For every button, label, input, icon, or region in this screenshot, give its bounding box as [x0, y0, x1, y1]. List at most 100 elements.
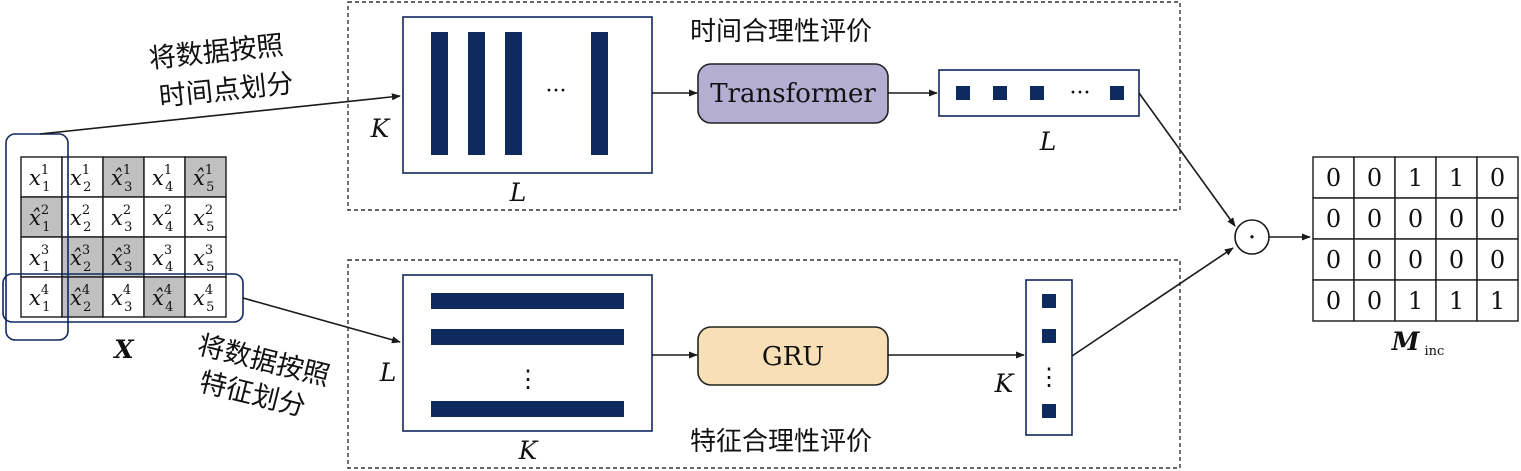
feature-to-operator-arrow — [1071, 247, 1234, 357]
time-split-label-line1: 将数据按照 — [147, 30, 285, 75]
cell-superscript: 1 — [205, 163, 213, 178]
cell-base: x̂ — [29, 206, 41, 230]
cell-superscript: 3 — [82, 243, 90, 258]
gru-label: GRU — [762, 342, 824, 372]
time-input-width-label: L — [509, 178, 527, 207]
time-input-height-label: K — [370, 114, 391, 143]
result-cell — [1312, 238, 1355, 281]
result-label-sub: inc — [1424, 344, 1444, 359]
cell-subscript: 5 — [206, 180, 214, 195]
cell-base: x̂ — [111, 246, 123, 270]
feature-input-width-label: K — [518, 436, 539, 465]
result-cell — [1353, 279, 1396, 322]
cell-superscript: 3 — [41, 243, 49, 258]
cell-superscript: 1 — [82, 163, 90, 178]
matrix-x-cell — [20, 156, 63, 198]
result-cell-value: 1 — [1449, 287, 1464, 315]
matrix-x-cell — [61, 276, 104, 318]
feature-split-arrow — [242, 297, 401, 344]
cell-subscript: 5 — [206, 300, 214, 315]
operator-symbol: · — [1248, 223, 1256, 253]
cell-superscript: 4 — [123, 283, 131, 298]
cell-subscript: 2 — [83, 300, 91, 315]
cell-superscript: 3 — [205, 243, 213, 258]
result-cell-value: 1 — [1490, 287, 1505, 315]
cell-subscript: 1 — [42, 180, 50, 195]
matrix-x-label: X — [112, 335, 135, 364]
time-split-label-line2: 时间点划分 — [157, 68, 295, 113]
result-cell-value: 0 — [1326, 205, 1341, 233]
time-output-cell — [1110, 86, 1124, 100]
cell-base: x̂ — [193, 166, 205, 190]
time-output-length-label: L — [1039, 127, 1057, 156]
cell-base: x — [193, 286, 205, 310]
cell-base: x̂ — [111, 166, 123, 190]
time-evaluation-title: 时间合理性评价 — [690, 17, 872, 47]
feature-output-cells — [1042, 294, 1056, 418]
matrix-x-cell — [102, 276, 145, 318]
cell-base: x̂ — [70, 246, 82, 270]
matrix-x-cell — [102, 196, 145, 238]
cell-superscript: 2 — [205, 203, 213, 218]
feature-evaluation-title: 特征合理性评价 — [690, 427, 872, 457]
cell-base: x — [29, 286, 41, 310]
result-cell-value: 0 — [1326, 287, 1341, 315]
result-cell — [1312, 156, 1355, 199]
cell-base: x — [152, 206, 164, 230]
cell-base: x — [70, 166, 82, 190]
time-output-ellipsis: ··· — [1070, 81, 1091, 106]
result-cell-value: 1 — [1449, 164, 1464, 192]
result-cell-value: 0 — [1367, 205, 1382, 233]
cell-base: x — [111, 206, 123, 230]
result-cell-value: 1 — [1408, 164, 1423, 192]
result-cell — [1435, 197, 1478, 240]
cell-subscript: 2 — [83, 260, 91, 275]
result-cell — [1476, 156, 1519, 199]
matrix-x-cell-value: x̂3 3 — [111, 243, 132, 275]
result-cell-value: 0 — [1449, 246, 1464, 274]
cell-superscript: 1 — [41, 163, 49, 178]
gru-block — [697, 326, 889, 386]
time-split-arrow — [39, 93, 401, 135]
time-column-bar — [591, 32, 608, 155]
result-cell — [1312, 197, 1355, 240]
result-cell-value: 0 — [1490, 246, 1505, 274]
feature-output-cell — [1042, 404, 1056, 418]
result-cell — [1435, 238, 1478, 281]
time-column-bar — [468, 32, 485, 155]
cell-subscript: 3 — [124, 260, 132, 275]
cell-superscript: 3 — [164, 243, 172, 258]
feature-output-ellipsis: ⋮ — [1037, 363, 1061, 391]
time-column-bar — [431, 32, 448, 155]
result-matrix-label: M inc — [1391, 327, 1445, 359]
time-input-ellipsis: ··· — [546, 79, 567, 104]
result-cell-value: 0 — [1326, 164, 1341, 192]
feature-input-height-label: L — [379, 358, 397, 387]
cell-superscript: 2 — [164, 203, 172, 218]
cell-superscript: 2 — [82, 203, 90, 218]
cell-base: x — [70, 206, 82, 230]
cell-base: x — [111, 286, 123, 310]
cell-subscript: 4 — [165, 220, 173, 235]
cell-superscript: 4 — [82, 283, 90, 298]
feature-output-cell — [1042, 329, 1056, 343]
result-cell-value: 0 — [1367, 287, 1382, 315]
feature-input-bars — [431, 293, 624, 417]
transformer-label: Transformer — [710, 79, 876, 109]
cell-superscript: 3 — [123, 243, 131, 258]
time-evaluation-frame — [347, 1, 1181, 211]
matrix-x-cell — [20, 196, 63, 238]
result-cell — [1353, 238, 1396, 281]
